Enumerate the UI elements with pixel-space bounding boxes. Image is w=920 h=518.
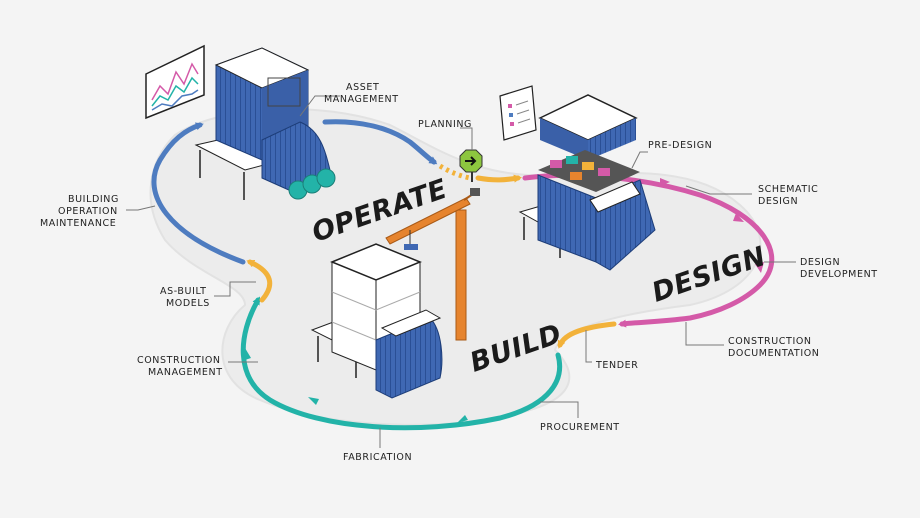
planning-dotted-path <box>438 163 471 181</box>
chart-monitor-icon <box>145 44 205 120</box>
label-building-operation-maintenance: BUILDING OPERATION MAINTENANCE <box>40 194 123 229</box>
label-schematic-design: SCHEMATIC DESIGN <box>758 184 822 207</box>
checklist-icon <box>499 85 537 141</box>
design-arrow-2 <box>733 213 744 222</box>
label-procurement: PROCUREMENT <box>540 422 620 433</box>
operate-arc-top <box>322 119 438 165</box>
build-arrow-1 <box>457 415 468 423</box>
leader-asset-management <box>299 95 340 117</box>
design-arrow-1 <box>660 178 670 186</box>
tower-crane-icon <box>385 188 480 341</box>
as-built-arc <box>246 259 273 303</box>
build-arrow-2 <box>308 397 319 405</box>
label-planning: PLANNING <box>418 119 472 130</box>
leader-schematic <box>685 185 752 195</box>
build-building <box>310 243 443 399</box>
operate-building <box>194 47 336 200</box>
arrow-right-octagon-icon <box>459 149 483 182</box>
design-arrow-3 <box>755 262 764 273</box>
leader-building-operation <box>126 205 156 211</box>
leader-as-built <box>214 281 256 297</box>
leader-procurement <box>540 401 579 418</box>
label-construction-management: CONSTRUCTION MANAGEMENT <box>137 355 224 378</box>
leader-tender <box>585 330 592 363</box>
label-pre-design: PRE-DESIGN <box>648 140 712 151</box>
leader-construction-documentation <box>685 322 724 346</box>
label-fabrication: FABRICATION <box>343 452 412 463</box>
design-building <box>518 94 656 271</box>
label-tender: TENDER <box>595 360 638 371</box>
planning-arc <box>475 174 522 183</box>
label-design-development: DESIGN DEVELOPMENT <box>800 257 878 280</box>
build-arrow-3 <box>245 348 251 360</box>
tender-arc <box>557 321 617 349</box>
build-arc <box>240 296 563 431</box>
label-as-built-models: AS-BUILT MODELS <box>160 286 210 309</box>
operate-arc <box>151 122 246 265</box>
label-asset-management: ASSET MANAGEMENT <box>324 82 399 105</box>
leader-planning <box>460 127 473 150</box>
label-construction-documentation: CONSTRUCTION DOCUMENTATION <box>728 336 820 359</box>
leader-pre-design <box>631 151 648 169</box>
